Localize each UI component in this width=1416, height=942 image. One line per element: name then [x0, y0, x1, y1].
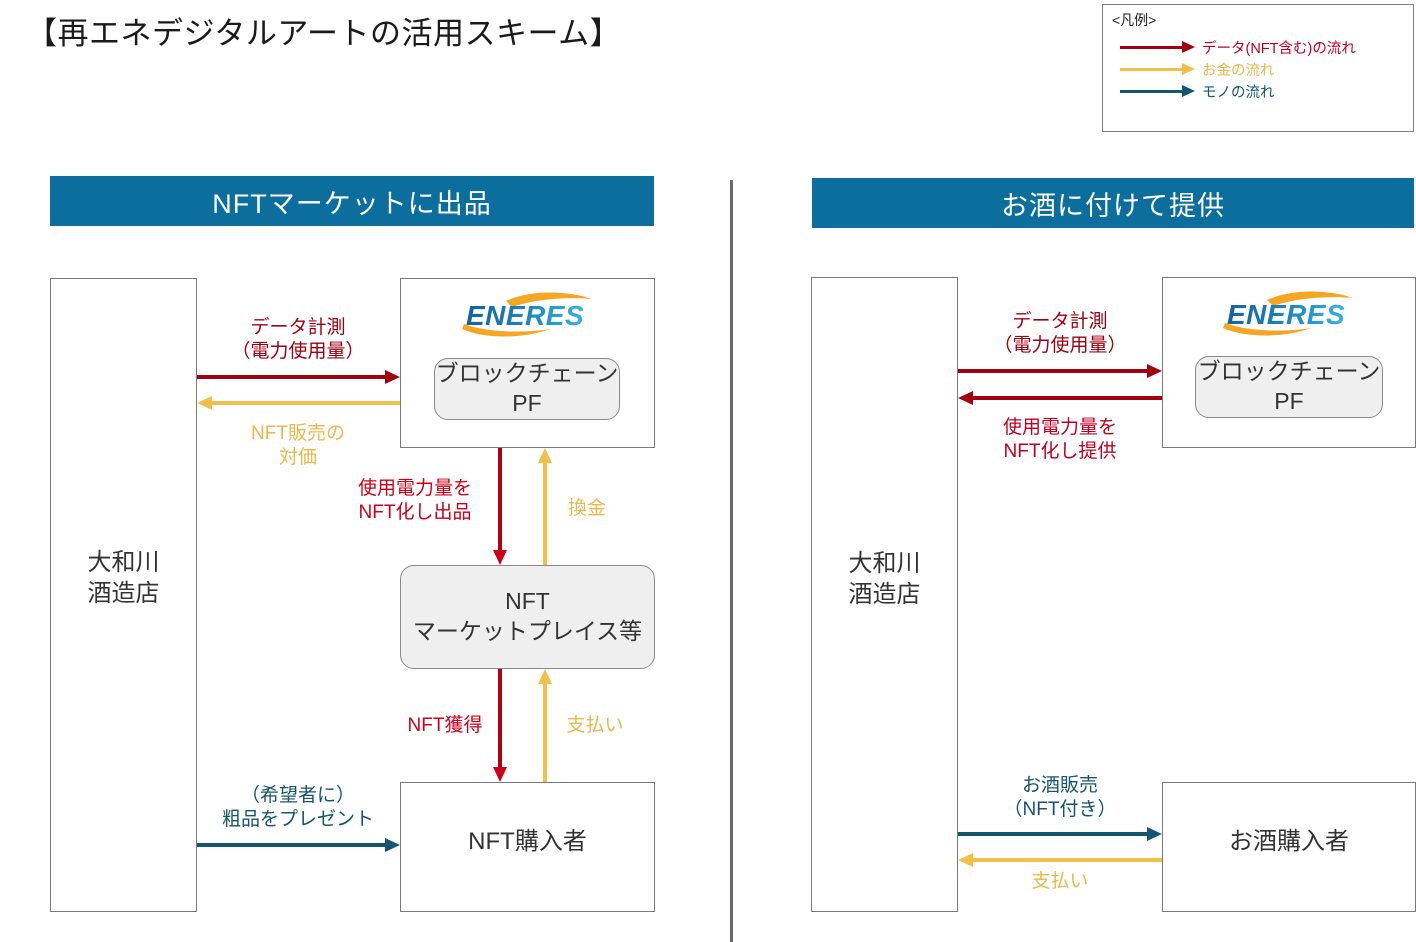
arrow-left-nft-listing — [493, 448, 507, 565]
eneres-logo-svg: ENERES — [1223, 291, 1353, 336]
nft-buyer-box: NFT購入者 — [400, 782, 655, 912]
arrow-label-left-nft-sale-proceeds: NFT販売の 対価 — [251, 423, 345, 468]
legend-items: データ(NFT含む)の流れ お金の流れ モノの流れ — [1120, 36, 1410, 102]
arrow-label-right-sake-sale: お酒販売 （NFT付き） — [1003, 775, 1117, 820]
arrow-right-payment — [958, 853, 1162, 867]
arrow-label-left-nft-listing: 使用電力量を NFT化し出品 — [357, 478, 472, 523]
arrow-left-gift-present — [197, 838, 400, 852]
right-brewery-label: 大和川 酒造店 — [848, 550, 921, 609]
legend-item-money-flow: お金の流れ — [1120, 58, 1410, 80]
arrow-label-left-nft-acquire: NFT獲得 — [407, 715, 483, 736]
eneres-logo-icon: ENERES — [401, 291, 654, 337]
arrow-label-left-gift-present: （希望者に） 粗品をプレゼント — [221, 785, 374, 830]
arrow-label-right-data-measurement: データ計測 （電力使用量） — [993, 311, 1127, 356]
left-blockchain-pf-box: ブロックチェーン PF — [434, 358, 620, 420]
goods-flow-arrow-icon — [1120, 83, 1202, 99]
right-column-banner: お酒に付けて提供 — [812, 178, 1414, 228]
right-brewery-box: 大和川 酒造店 — [811, 277, 958, 912]
page-title: 【再エネデジタルアートの活用スキーム】 — [26, 16, 622, 51]
arrow-right-data-measurement — [958, 364, 1162, 378]
arrow-label-right-payment: 支払い — [1031, 871, 1089, 892]
legend-label-data-flow: データ(NFT含む)の流れ — [1202, 40, 1356, 57]
legend-item-goods-flow: モノの流れ — [1120, 80, 1410, 102]
data-flow-arrow-icon — [1120, 39, 1202, 55]
arrow-right-nft-provision — [958, 391, 1162, 405]
arrow-left-data-measurement — [197, 370, 400, 384]
arrow-left-nft-sale-proceeds — [197, 396, 400, 410]
left-brewery-box: 大和川 酒造店 — [50, 278, 197, 912]
svg-text:ENERES: ENERES — [466, 300, 584, 331]
right-blockchain-pf-box: ブロックチェーン PF — [1195, 356, 1383, 418]
nft-buyer-label: NFT購入者 — [468, 828, 587, 855]
arrow-label-right-nft-provision: 使用電力量を NFT化し提供 — [1002, 417, 1117, 462]
arrow-left-nft-acquire — [493, 669, 507, 782]
nft-marketplace-box: NFT マーケットプレイス等 — [400, 565, 655, 669]
sake-buyer-label: お酒購入者 — [1229, 828, 1349, 855]
arrow-label-left-payment: 支払い — [566, 715, 624, 736]
arrow-left-payment — [538, 669, 552, 782]
left-column-banner: NFTマーケットに出品 — [50, 176, 654, 226]
legend-label-goods-flow: モノの流れ — [1202, 84, 1275, 101]
eneres-logo-svg: ENERES — [461, 292, 592, 337]
column-divider — [730, 180, 733, 942]
left-brewery-label: 大和川 酒造店 — [87, 549, 160, 608]
money-flow-arrow-icon — [1120, 61, 1202, 77]
arrow-right-sake-sale — [958, 827, 1162, 841]
svg-text:ENERES: ENERES — [1227, 299, 1345, 330]
arrow-label-left-data-measurement: データ計測 （電力使用量） — [231, 317, 365, 362]
legend-title: <凡例> — [1112, 12, 1157, 28]
eneres-logo-icon: ENERES — [1163, 290, 1415, 336]
arrow-left-cash-out — [538, 448, 552, 565]
sake-buyer-box: お酒購入者 — [1162, 782, 1416, 912]
arrow-label-left-cash-out: 換金 — [567, 498, 606, 519]
legend-label-money-flow: お金の流れ — [1202, 62, 1275, 79]
legend-item-data-flow: データ(NFT含む)の流れ — [1120, 36, 1410, 58]
